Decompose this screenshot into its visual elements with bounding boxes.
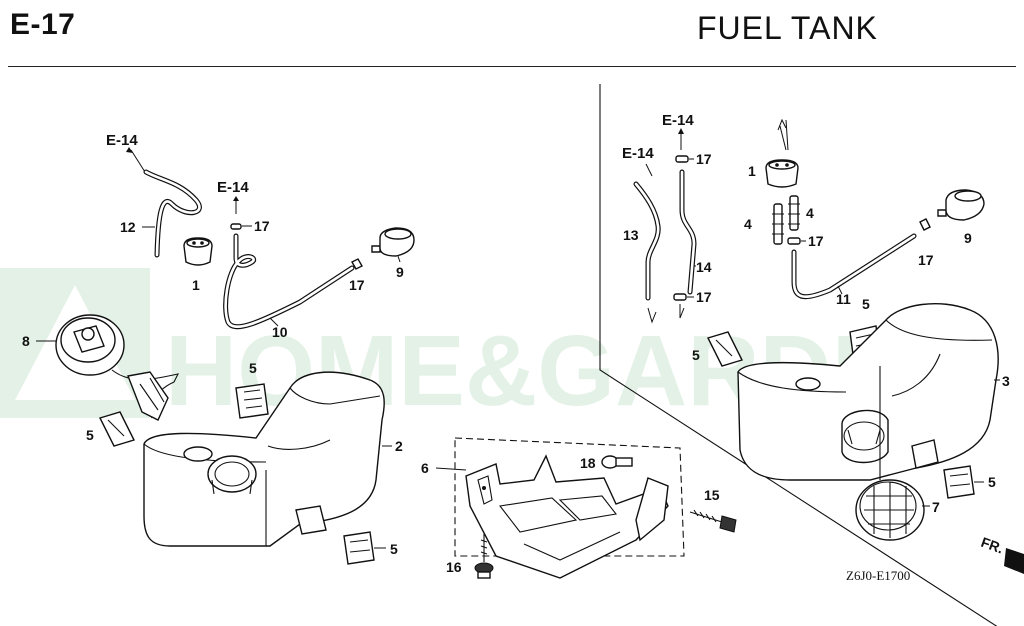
- part-5-grommet-left-c: [343, 531, 375, 565]
- part-18-collar: [601, 455, 633, 469]
- callout-5-c: 5: [390, 541, 398, 557]
- part-4-joint-right: [788, 195, 800, 231]
- svg-text:E-14: E-14: [106, 132, 138, 149]
- ref-e14-right-top: E-14: [662, 112, 694, 150]
- part-17-clip-right-filter: [919, 218, 931, 231]
- part-5-grommet-left-b: [99, 411, 135, 447]
- page-code: E-17: [10, 8, 76, 41]
- callout-5-d: 5: [692, 347, 700, 363]
- callout-13: 13: [623, 227, 639, 243]
- leader-6: [435, 467, 467, 471]
- ref-e14-left-top: E-14: [106, 132, 146, 173]
- part-17-clip-left-upper: [230, 223, 242, 230]
- diagram-code: Z6J0-E1700: [846, 568, 910, 583]
- part-17-clip-right-mid: [787, 237, 801, 245]
- part-2-fuel-tank: [143, 371, 385, 547]
- part-17-clip-right-upper: [675, 155, 689, 163]
- part-5-grommet-right-c: [943, 465, 975, 499]
- callout-5-e: 5: [862, 296, 870, 312]
- callout-5-b: 5: [86, 427, 94, 443]
- callout-5-f: 5: [988, 474, 996, 490]
- arrows-1-right: [777, 118, 789, 151]
- front-marker-text: FR.: [979, 534, 1006, 557]
- callout-10: 10: [272, 324, 288, 340]
- callout-9-left: 9: [396, 264, 404, 280]
- callout-12: 12: [120, 219, 136, 235]
- callout-3: 3: [1002, 373, 1010, 389]
- part-6-tank-guard: [465, 454, 669, 579]
- callout-16: 16: [446, 559, 462, 575]
- section-divider: [599, 84, 998, 626]
- callout-5-a: 5: [249, 360, 257, 376]
- leader-9a: [397, 255, 401, 263]
- part-1-grommet-right: [765, 159, 799, 188]
- part-17-clip-right-lower: [673, 293, 687, 301]
- part-13-tube: [633, 181, 661, 301]
- part-15-bolt: [689, 509, 737, 533]
- callout-17-b: 17: [349, 277, 365, 293]
- callout-15: 15: [704, 487, 720, 503]
- arrow-14: [679, 304, 685, 319]
- callout-11: 11: [836, 291, 851, 307]
- guard-dashed-frame: [454, 437, 685, 557]
- callout-1-left: 1: [192, 277, 200, 293]
- header-rule: [8, 66, 1016, 67]
- leader-11: [837, 285, 843, 295]
- part-5-grommet-left-a: [235, 383, 269, 419]
- part-14-tube: [679, 169, 697, 295]
- part-5-grommet-right-a: [707, 331, 743, 367]
- callout-17-f: 17: [918, 252, 934, 268]
- ref-e14-left-mid: E-14: [217, 179, 249, 214]
- part-12-return-tube: [143, 169, 202, 258]
- leader-10: [269, 317, 279, 327]
- part-1-grommet-left: [183, 237, 213, 266]
- ref-e14-right-mid: E-14: [622, 145, 654, 177]
- part-9-fuel-filter-right: [937, 189, 985, 221]
- page-title: FUEL TANK: [697, 10, 878, 46]
- part-8-fuel-cap: [55, 314, 180, 421]
- arrow-13: [647, 307, 657, 324]
- svg-text:E-14: E-14: [622, 145, 654, 162]
- svg-text:E-14: E-14: [217, 179, 249, 196]
- part-16-screw: [474, 534, 494, 579]
- callout-8: 8: [22, 333, 30, 349]
- part-3-fuel-tank: [737, 303, 999, 481]
- callout-18: 18: [580, 455, 596, 471]
- part-10-fuel-tube: [223, 233, 355, 330]
- callout-4-left: 4: [744, 216, 752, 232]
- part-7-fuel-cap: [855, 479, 925, 541]
- callout-14: 14: [696, 259, 712, 275]
- callout-17-d: 17: [696, 289, 712, 305]
- callout-6: 6: [421, 460, 429, 476]
- front-arrow-icon: [1004, 548, 1024, 574]
- callout-1-right: 1: [748, 163, 756, 179]
- part-9-fuel-filter-left: [371, 227, 415, 257]
- callout-2: 2: [395, 438, 403, 454]
- front-marker: FR.: [979, 534, 1024, 574]
- callout-17-c: 17: [696, 151, 712, 167]
- part-17-clip-left-lower: [351, 258, 363, 270]
- callout-7: 7: [932, 499, 940, 515]
- part-11-tube: [791, 233, 917, 300]
- guard-bracket: [635, 477, 669, 542]
- callout-4-right: 4: [806, 205, 814, 221]
- svg-text:E-14: E-14: [662, 112, 694, 129]
- callout-17-a: 17: [254, 218, 270, 234]
- callout-9-right: 9: [964, 230, 972, 246]
- part-4-joint-left: [772, 203, 784, 245]
- callout-17-e: 17: [808, 233, 824, 249]
